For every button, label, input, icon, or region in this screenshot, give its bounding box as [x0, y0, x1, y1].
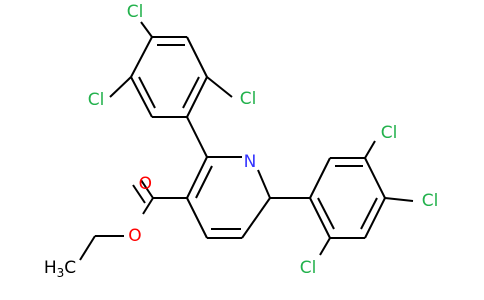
- bond: [206, 76, 233, 98]
- bond: [79, 235, 96, 261]
- atom-chlorine-left: Cl: [88, 90, 105, 110]
- bond: [132, 184, 146, 204]
- atom-oxygen-ether: O: [128, 226, 141, 246]
- bond: [142, 197, 154, 215]
- bond: [138, 76, 156, 109]
- bond: [257, 169, 271, 199]
- atom-chlorine-ortho-a: Cl: [240, 89, 257, 109]
- atom-chlorine-right: Cl: [422, 191, 439, 211]
- bond: [364, 140, 376, 159]
- bond: [130, 36, 153, 78]
- bond: [309, 197, 331, 239]
- bond: [109, 76, 132, 98]
- atom-chlorine-top-right: Cl: [381, 123, 398, 143]
- bond: [309, 157, 331, 199]
- bond: [360, 197, 378, 230]
- atom-labels: N O O Cl Cl Cl Cl Cl Cl H3C: [44, 2, 438, 280]
- bond: [140, 179, 154, 199]
- bond: [186, 197, 208, 239]
- bond: [319, 237, 331, 256]
- methyl-c: C: [64, 258, 76, 278]
- bond: [364, 157, 386, 199]
- bond: [186, 116, 208, 158]
- bond: [186, 156, 208, 199]
- bond: [364, 197, 386, 239]
- atom-chlorine-ortho-b: Cl: [300, 258, 317, 278]
- bond: [317, 197, 335, 230]
- methyl-h: H: [44, 258, 57, 278]
- atom-oxygen-carbonyl: O: [139, 174, 152, 194]
- atom-chlorine-top: Cl: [127, 2, 144, 22]
- bond: [241, 197, 271, 239]
- bond: [384, 197, 414, 202]
- atom-nitrogen: N: [244, 152, 257, 172]
- bonds: [79, 21, 414, 261]
- bond: [195, 165, 213, 199]
- bond: [186, 36, 208, 78]
- methyl-subscript: 3: [57, 266, 65, 280]
- bond: [186, 76, 208, 118]
- methyl-label: H3C: [44, 258, 76, 280]
- bond: [182, 76, 200, 109]
- bond: [140, 21, 153, 38]
- bond: [130, 76, 153, 118]
